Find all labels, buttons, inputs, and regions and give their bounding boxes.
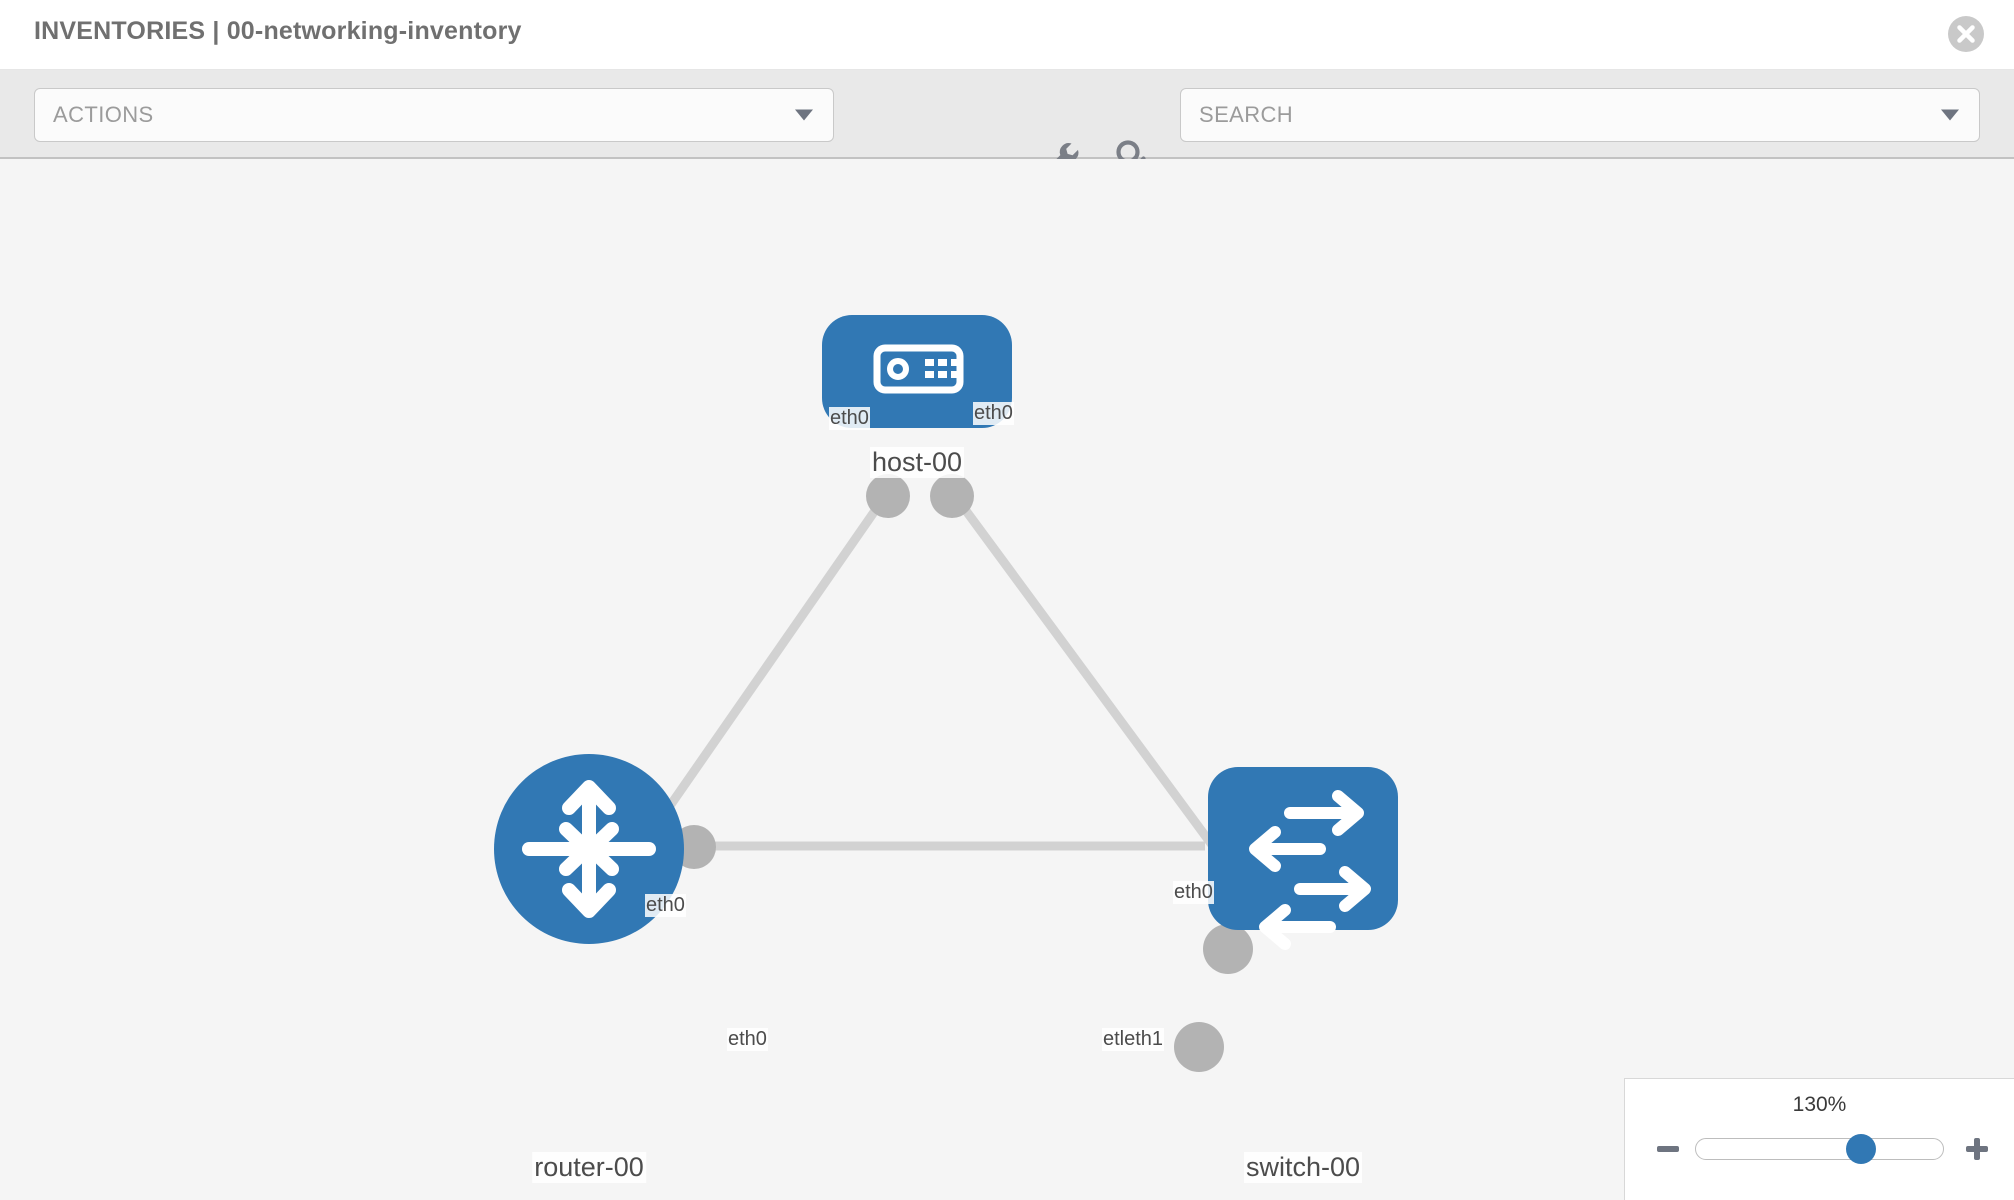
node-label-host: host-00	[869, 447, 965, 478]
close-icon[interactable]	[1946, 14, 1986, 54]
connector-host-eth0-left	[866, 474, 910, 518]
zoom-slider-track[interactable]	[1695, 1134, 1944, 1164]
actions-dropdown[interactable]: ACTIONS	[34, 88, 834, 142]
link-host-router	[636, 486, 894, 852]
page-header: INVENTORIES | 00-networking-inventory	[0, 0, 2014, 70]
chevron-down-icon	[795, 109, 813, 121]
search-input-wrapper[interactable]: SEARCH	[1180, 88, 1980, 142]
node-label-router: router-00	[532, 1152, 646, 1183]
node-router-00[interactable]	[494, 754, 684, 944]
node-switch-00[interactable]	[1208, 767, 1398, 950]
topology-connectors	[672, 474, 1253, 1072]
zoom-slider-thumb[interactable]	[1846, 1134, 1877, 1164]
zoom-out-button[interactable]	[1653, 1134, 1683, 1164]
zoom-control-panel: 130%	[1624, 1078, 2014, 1200]
edge-label: etleth1	[1102, 1028, 1165, 1051]
zoom-level-value: 130%	[1792, 1093, 1847, 1116]
topology-links	[636, 486, 1219, 852]
topology-graph	[494, 315, 1398, 1072]
edge-label: eth0	[645, 894, 686, 917]
edge-label: eth0	[1173, 881, 1214, 904]
switch-arrows-icon	[1249, 790, 1371, 950]
connector-switch-eth1	[1174, 1022, 1224, 1072]
router-arrows-icon	[522, 780, 656, 918]
actions-dropdown-label: ACTIONS	[53, 102, 154, 127]
server-appliance-icon	[873, 344, 964, 394]
chevron-down-icon[interactable]	[1941, 109, 1959, 121]
connector-switch-eth0	[1203, 924, 1253, 974]
node-label-switch: switch-00	[1243, 1152, 1363, 1183]
zoom-in-button[interactable]	[1962, 1134, 1992, 1164]
zoom-slider-row	[1625, 1131, 2014, 1167]
link-host-switch	[946, 486, 1219, 852]
edge-label: eth0	[829, 407, 870, 430]
topology-canvas[interactable]: eth0 eth0 eth0 eth0 eth0 etleth1 host-00…	[0, 159, 2014, 1200]
page-title: INVENTORIES | 00-networking-inventory	[34, 17, 522, 45]
connector-host-eth0-right	[930, 474, 974, 518]
node-host-00[interactable]	[822, 315, 1012, 428]
toolbar: ACTIONS SEARCH	[0, 70, 2014, 173]
search-input[interactable]: SEARCH	[1199, 102, 1294, 127]
edge-label: eth0	[973, 402, 1014, 425]
edge-label: eth0	[727, 1028, 768, 1051]
